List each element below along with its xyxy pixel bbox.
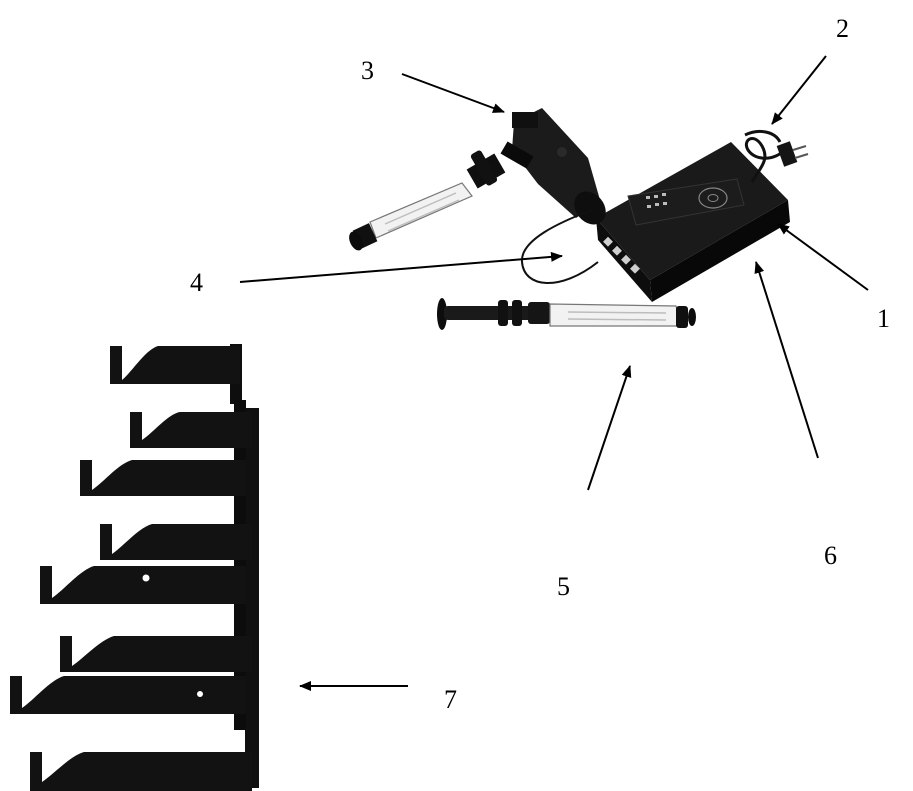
motor-unit xyxy=(501,108,613,231)
callout-number-1: 1 xyxy=(877,306,890,332)
callout-number-3: 3 xyxy=(361,58,374,84)
rack-hook xyxy=(30,752,252,791)
callout-number-5: 5 xyxy=(557,574,570,600)
rack-hook xyxy=(10,676,246,714)
rack-hook xyxy=(60,636,252,672)
callout-number-2: 2 xyxy=(836,16,849,42)
arrow-1 xyxy=(778,224,868,290)
rack-hook xyxy=(110,346,240,384)
arrow-5 xyxy=(588,366,630,490)
callout-number-4: 4 xyxy=(190,270,203,296)
callout-number-7: 7 xyxy=(444,687,457,713)
arrow-3 xyxy=(402,74,504,112)
rack-hook xyxy=(100,524,252,560)
upper-holder-rod xyxy=(346,149,505,252)
arrow-4 xyxy=(240,256,562,282)
spare-holder-rod xyxy=(437,298,696,330)
arrow-2 xyxy=(772,56,826,124)
callout-number-6: 6 xyxy=(824,543,837,569)
arrow-6 xyxy=(756,262,818,458)
rack-hook xyxy=(40,566,246,604)
rack-hook xyxy=(80,460,246,496)
rack-hook xyxy=(130,412,252,448)
wall-hook-rack xyxy=(10,344,259,791)
